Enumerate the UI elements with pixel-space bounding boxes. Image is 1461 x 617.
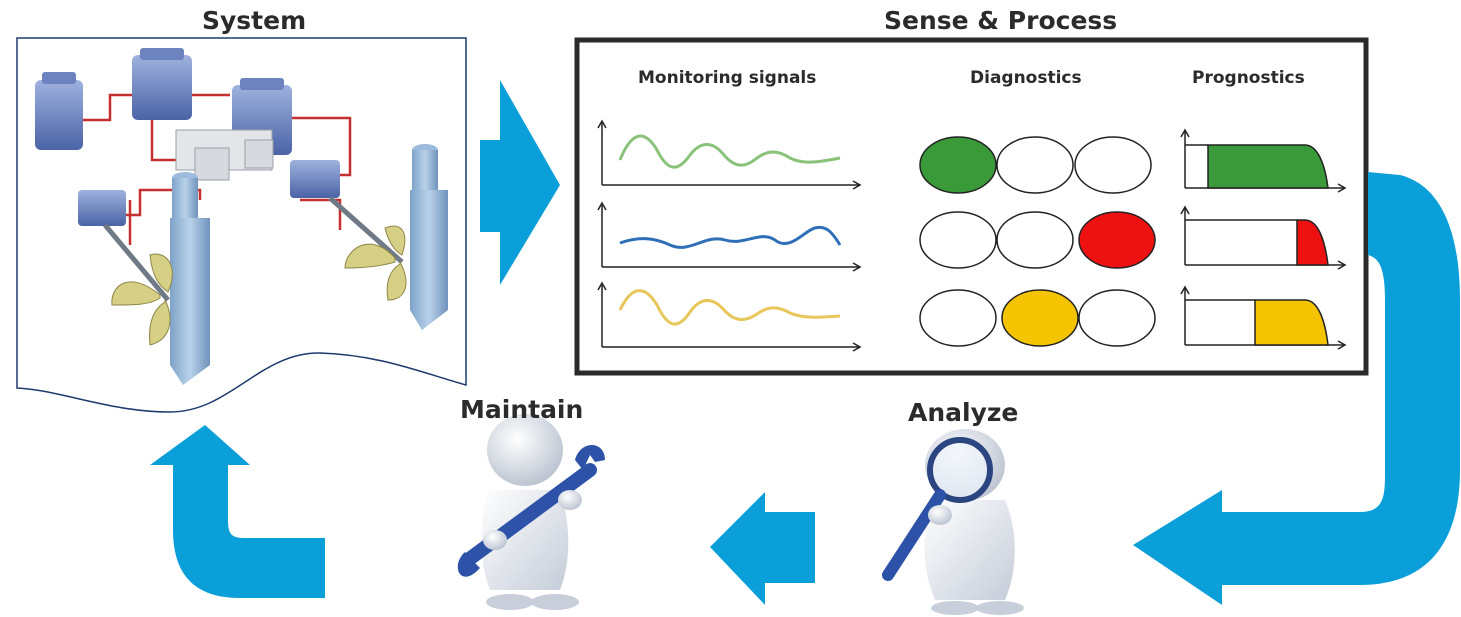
flow-arrow-left xyxy=(710,492,815,605)
diagnostics-indicators xyxy=(919,136,1156,347)
monitoring-signals-label: Monitoring signals xyxy=(638,68,817,88)
rudder-icon xyxy=(170,144,448,385)
prognostics-label: Prognostics xyxy=(1192,68,1305,88)
prognostics-plots xyxy=(1180,128,1347,350)
flow-arrow-right xyxy=(480,80,560,285)
sense-process-title: Sense & Process xyxy=(884,6,1118,35)
flow-arrow-return xyxy=(150,425,325,598)
diagnostics-label: Diagnostics xyxy=(970,68,1082,88)
analyze-figure-icon xyxy=(882,429,1024,615)
system-title: System xyxy=(202,6,307,35)
monitoring-signal-plots xyxy=(597,119,862,352)
signal-wave-yellow xyxy=(618,289,841,326)
propeller-icon xyxy=(111,225,407,346)
maintain-label: Maintain xyxy=(460,395,584,424)
analyze-label: Analyze xyxy=(908,398,1019,427)
signal-wave-blue xyxy=(619,225,842,249)
system-panel xyxy=(16,37,467,413)
maintain-figure-icon xyxy=(457,414,605,610)
signal-wave-green xyxy=(618,134,841,169)
flow-arrow-curved xyxy=(1133,172,1460,605)
